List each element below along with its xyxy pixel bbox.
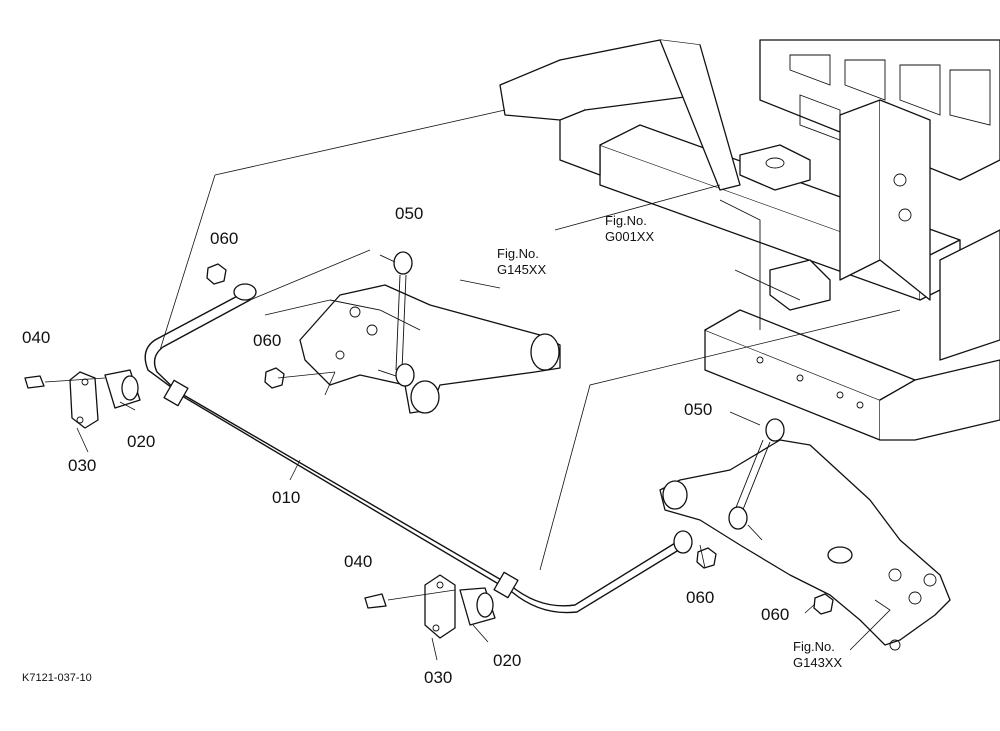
part-label-050-top: 050: [395, 204, 423, 223]
fig-ref-g143-line1: Fig.No.: [793, 639, 835, 654]
fig-ref-g001-line1: Fig.No.: [605, 213, 647, 228]
part-label-060-top: 060: [210, 229, 238, 248]
left-lower-arm: [299, 284, 561, 414]
stabilizer-bar: [144, 283, 693, 614]
drawing-code: K7121-037-10: [22, 672, 92, 684]
fig-ref-g145-line2: G145XX: [497, 262, 546, 277]
left-bushing-clamp: [24, 369, 141, 429]
part-label-020-left: 020: [127, 432, 155, 451]
part-label-060-right: 060: [686, 588, 714, 607]
fig-ref-g145-line1: Fig.No.: [497, 246, 539, 261]
part-label-030-left: 030: [68, 456, 96, 475]
part-label-060-bottom-right: 060: [761, 605, 789, 624]
vehicle-frame: [499, 39, 1000, 441]
fig-ref-g001-line2: G001XX: [605, 229, 654, 244]
left-stabilizer-link: [377, 251, 415, 387]
part-label-040-left: 040: [22, 328, 50, 347]
part-label-020-bottom: 020: [493, 651, 521, 670]
nuts: [206, 263, 834, 615]
bottom-bushing-clamp: [364, 574, 496, 639]
part-label-050-right: 050: [684, 400, 712, 419]
leader-lines: [44, 109, 901, 661]
part-label-060-mid: 060: [253, 331, 281, 350]
right-stabilizer-link: [728, 418, 785, 541]
fig-ref-g143-line2: G143XX: [793, 655, 842, 670]
right-lower-arm: [659, 439, 951, 651]
part-label-010: 010: [272, 488, 300, 507]
part-label-030-bottom: 030: [424, 668, 452, 687]
part-label-040-bottom: 040: [344, 552, 372, 571]
